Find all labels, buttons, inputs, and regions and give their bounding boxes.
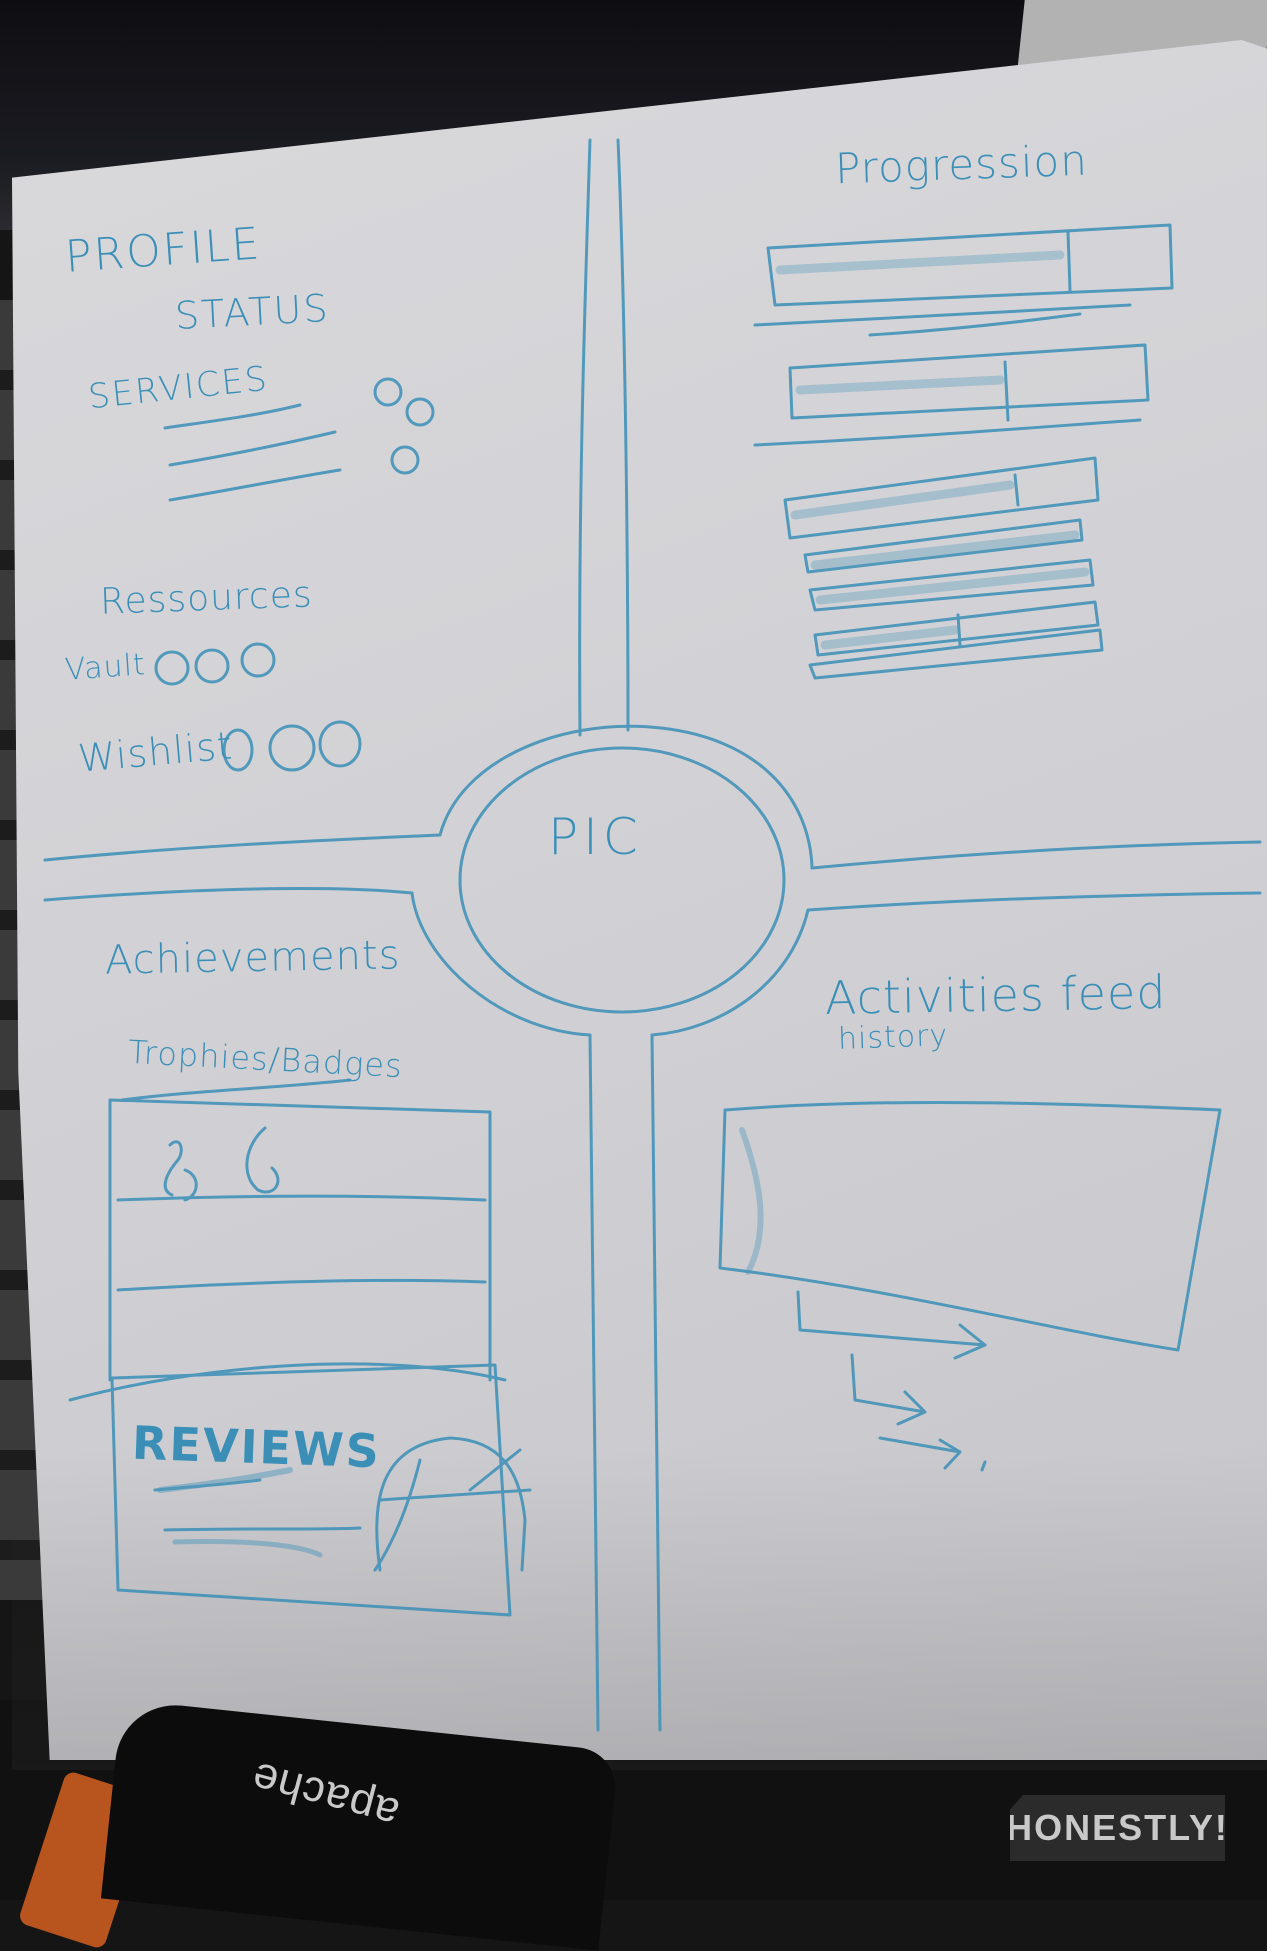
vault-icon-3	[240, 642, 276, 678]
progression-title: Progression	[834, 135, 1089, 194]
activity-arrow-1	[796, 1290, 987, 1360]
divider-top-left	[578, 138, 592, 737]
activities-feed-title: Activities feed	[824, 965, 1167, 1025]
wishlist-circle-3	[318, 720, 362, 768]
divider-right-bottom	[806, 891, 1262, 912]
divider-bottom-left	[588, 1033, 600, 1732]
progression-bars	[753, 223, 1174, 680]
divider-left-top	[43, 833, 442, 862]
divider-bottom-right	[650, 1033, 662, 1732]
pic-circle	[458, 746, 786, 1014]
watermark-logo: HONESTLY!	[1010, 1795, 1225, 1861]
wishlist-circle-2	[268, 724, 316, 772]
progression-shading	[775, 250, 1090, 650]
status-label: STATUS	[173, 285, 331, 339]
reviews-label: REVIEWS	[131, 1415, 382, 1479]
activity-arrow-3	[878, 1436, 962, 1470]
activity-box	[718, 1101, 1222, 1352]
achievements-title: Achievements	[104, 932, 401, 984]
wishlist-circle-1	[222, 728, 254, 772]
reviews-box	[110, 1363, 512, 1617]
divider-top-right	[616, 138, 630, 732]
vault-icon-1	[154, 650, 190, 686]
wireframe-sketch	[43, 138, 1262, 1732]
divider-left-bottom	[43, 887, 414, 902]
vault-icon-2	[194, 648, 230, 684]
divider-right-top	[810, 840, 1262, 870]
pic-outer-ring	[410, 724, 814, 1037]
resources-label: Ressources	[99, 574, 314, 623]
pic-label: PIC	[548, 808, 643, 866]
paper-sheet	[12, 40, 1267, 1760]
history-label: history	[837, 1018, 949, 1057]
trophy-icon	[163, 1140, 198, 1202]
trophies-box	[108, 1098, 492, 1382]
trophies-underline	[120, 1078, 352, 1102]
badge-icon	[245, 1126, 280, 1194]
activity-arrow-2	[850, 1353, 927, 1426]
vault-label: Vault	[63, 647, 147, 688]
